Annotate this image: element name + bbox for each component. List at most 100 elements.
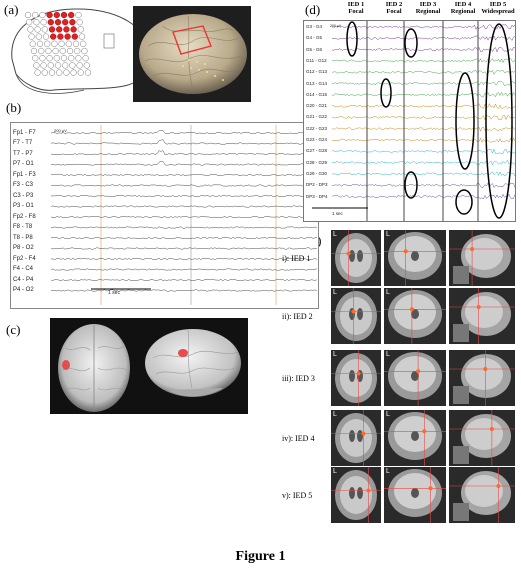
electrode [48,69,56,76]
electrode [83,62,90,69]
ied-highlight-ellipse [455,72,475,170]
ieeg-trace [331,126,515,132]
electrode [41,69,48,76]
electrode [54,62,62,69]
mri-sagittal-view [449,288,515,344]
mri-row-label: ii): IED 2 [282,312,313,321]
electrode [80,40,87,47]
electrode [33,62,40,69]
electrode [46,55,53,62]
mri-axial-view: L [331,467,381,523]
channel-label: G5 - G6 [306,46,323,52]
electrode [63,69,70,76]
mri-left-marker: L [333,231,337,238]
eeg-trace [51,226,318,229]
ieeg-trace [331,193,515,200]
channel-label: G29 - G30 [306,170,328,176]
electrode-active [64,33,71,40]
mri-left-marker: L [333,411,337,418]
electrode [42,33,50,40]
mri-left-marker: L [386,289,390,296]
scalp-eeg-traces [51,125,318,305]
channel-label: DP3 - DP4 [306,193,328,199]
mri-left-marker: L [333,289,337,296]
channel-label: DP2 - DP3 [306,182,328,188]
electrode [77,26,84,33]
electrode [75,11,82,19]
eeg-trace [51,247,318,250]
activation-spot-lateral [178,349,188,357]
channel-label: Fp1 - F3 [13,171,36,178]
intracranial-eeg-traces [312,21,515,221]
electrode [76,62,83,69]
channel-label: T8 - P8 [13,234,33,241]
electrode [34,26,41,33]
electrode [69,62,76,69]
ieeg-trace [331,58,515,64]
mri-left-marker: L [333,468,337,475]
eeg-trace [51,173,318,177]
channel-label: G21 - G22 [306,114,328,120]
mri-coronal-view: L [384,230,446,286]
electrode [60,55,68,62]
electrode-active [68,11,75,19]
electrode [32,55,39,62]
mri-axial-view: L [331,350,381,406]
electrode [81,47,88,55]
channel-label: G3 - G4 [306,24,323,29]
channel-label: G20 - G21 [306,103,328,109]
mri-coronal-view: L [384,410,446,466]
channel-label: P8 - O2 [13,245,34,251]
mri-left-marker: L [386,468,390,475]
panel-label-a: (a) [4,2,19,17]
brain-render-top-view [50,318,138,414]
eeg-trace [51,130,318,134]
time-scale-b: 1 sec [108,290,120,296]
mri-row-label: i): IED 1 [282,254,311,263]
mri-row-label: iv): IED 4 [282,434,315,443]
electrode [74,47,81,55]
channel-label: C4 - P4 [13,276,34,283]
eeg-trace [51,160,318,166]
electrode-active [63,26,70,33]
mri-left-marker: L [333,351,337,358]
electrode [27,26,34,33]
electrode [39,55,46,62]
channel-label: P3 - O1 [13,203,34,209]
mri-sagittal-view [449,467,515,523]
ieeg-trace [331,148,515,154]
electrode [30,47,38,55]
electrode [56,69,63,76]
ieeg-trace [331,46,515,53]
ieeg-trace [331,103,515,109]
ieeg-trace [331,35,515,41]
time-scale-d: 1 sec [332,211,343,216]
electrode [84,69,92,76]
electrode [24,11,32,19]
electrode [62,62,69,69]
channel-label: Fp2 - F8 [13,213,36,220]
ied-highlight-ellipse [455,189,473,215]
eeg-trace [51,205,318,208]
mri-axial-view: L [331,230,381,286]
brain-render-lateral-view [138,318,248,414]
channel-label: G22 - G23 [306,125,328,131]
electrode [59,47,66,55]
channel-label: C3 - P3 [13,192,34,199]
electrode-active [46,11,53,19]
panel-label-d: (d) [305,2,321,17]
electrode [40,19,47,26]
eeg-trace [51,236,318,240]
eeg-trace [51,289,318,292]
channel-label: G4 - G5 [306,35,323,41]
electrode [58,40,65,47]
ieeg-trace [331,24,515,30]
electrode [82,55,89,62]
electrode [47,62,54,69]
eeg-trace [51,139,318,145]
eeg-trace [51,278,318,282]
